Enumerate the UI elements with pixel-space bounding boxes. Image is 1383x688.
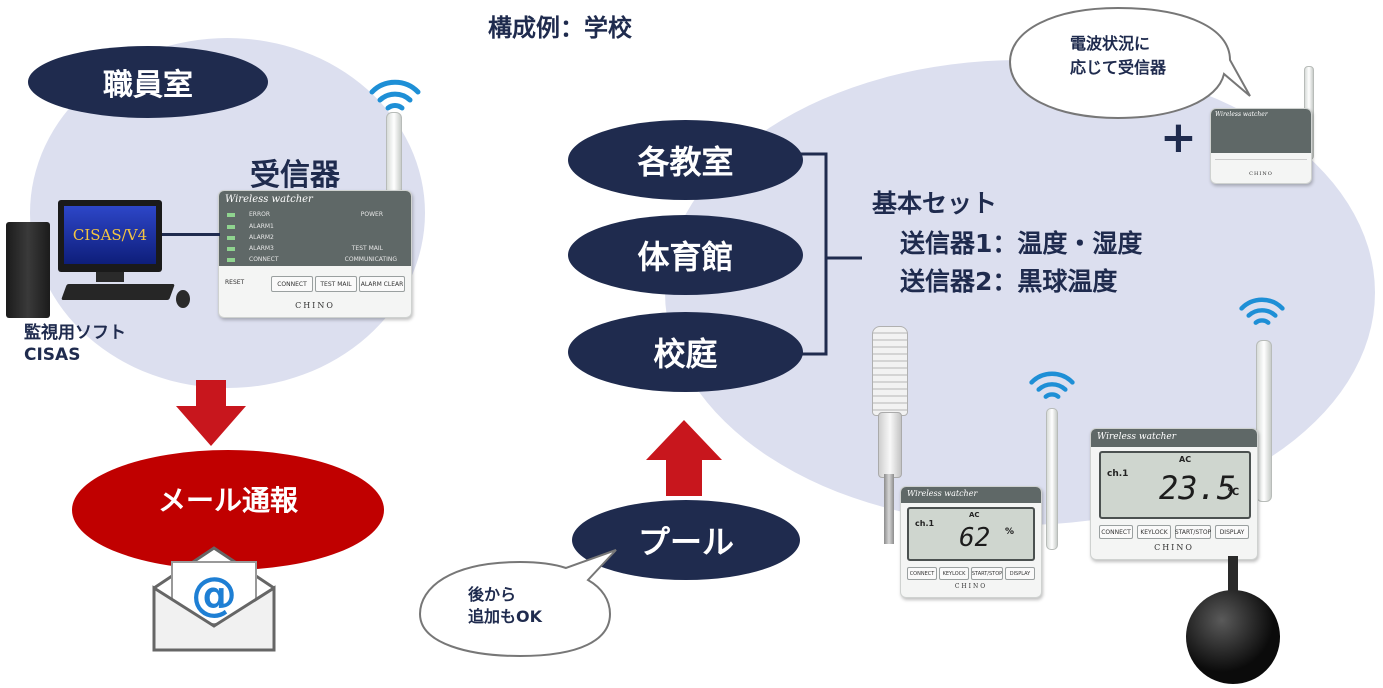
receiver-device: Wireless watcher ERROR POWER ALARM1 ALARM… xyxy=(218,190,412,318)
small-receiver-title: Wireless watcher xyxy=(1215,111,1268,118)
transmitter2-startstop-button: START/STOP xyxy=(1175,525,1211,539)
led-label: TEST MAIL xyxy=(351,245,383,252)
transmitter2-unit: ℃ xyxy=(1227,487,1240,498)
location-schoolyard: 校庭 xyxy=(568,312,803,392)
transmitter1-display-button: DISPLAY xyxy=(1005,567,1035,580)
connect-button: CONNECT xyxy=(271,276,313,292)
add-later-text: 後から 追加もOK xyxy=(468,584,542,628)
alarm-clear-button: ALARM CLEAR xyxy=(359,276,405,292)
globe-sensor-cable xyxy=(1228,556,1238,600)
small-receiver-maker: CHINO xyxy=(1249,171,1273,177)
transmitter2-lcd: ch.1 AC 23.5 ℃ xyxy=(1099,451,1251,519)
transmitter2-title: Wireless watcher xyxy=(1097,432,1177,442)
led-label: COMMUNICATING xyxy=(344,256,397,263)
transmitter2-maker: CHINO xyxy=(1154,543,1194,552)
basic-set-line1: 送信器1：温度・湿度 xyxy=(900,229,1143,258)
wifi-icon xyxy=(1239,297,1285,325)
transmitter2-antenna xyxy=(1256,340,1272,502)
led-label: POWER xyxy=(360,211,383,218)
location-bracket xyxy=(800,152,862,356)
signal-callout-text: 電波状況に 応じて受信器 xyxy=(1070,32,1166,80)
software-label: 監視用ソフト CISAS xyxy=(24,322,126,366)
humidity-probe-head xyxy=(872,326,908,416)
transmitter1-ac: AC xyxy=(969,511,980,519)
wifi-icon xyxy=(1029,371,1075,399)
transmitter1-connect-button: CONNECT xyxy=(907,567,937,580)
svg-text:@: @ xyxy=(191,567,237,621)
transmitter1-channel: ch.1 xyxy=(915,519,935,528)
pc-mouse xyxy=(176,290,190,308)
led-label: ERROR xyxy=(249,211,271,218)
transmitter1-title: Wireless watcher xyxy=(907,489,978,498)
pc-tower xyxy=(6,222,50,318)
pc-receiver-link xyxy=(160,233,220,236)
small-receiver-device: Wireless watcher CHINO xyxy=(1210,108,1312,184)
add-later-line1: 後から xyxy=(468,585,517,604)
add-later-line2: 追加もOK xyxy=(468,607,543,626)
location-classroom: 各教室 xyxy=(568,120,803,200)
transmitter2-ac: AC xyxy=(1179,455,1192,464)
down-arrow-icon xyxy=(176,380,246,446)
mail-notification-label: メール通報 xyxy=(72,450,384,570)
transmitter2-display-button: DISPLAY xyxy=(1215,525,1249,539)
add-later-callout xyxy=(418,549,617,658)
pc-screen: CISAS/V4 xyxy=(64,206,156,264)
page-title: 構成例：学校 xyxy=(488,14,632,42)
reset-label: RESET xyxy=(225,279,245,286)
humidity-probe-body xyxy=(878,412,902,478)
signal-callout xyxy=(1008,6,1251,120)
staff-room-label: 職員室 xyxy=(28,46,268,118)
transmitter2-device: Wireless watcher ch.1 AC 23.5 ℃ CONNECT … xyxy=(1090,428,1258,560)
envelope-at-icon: @ xyxy=(152,546,276,652)
humidity-probe-cable xyxy=(884,474,894,544)
plus-sign: + xyxy=(1160,112,1197,163)
basic-set-line2: 送信器2：黒球温度 xyxy=(900,267,1118,296)
transmitter2-value: 23.5 xyxy=(1159,469,1237,507)
transmitter2-connect-button: CONNECT xyxy=(1099,525,1133,539)
receiver-label: 受信器 xyxy=(250,158,340,193)
transmitter1-lcd: ch.1 AC 62 % xyxy=(907,507,1035,561)
transmitter1-keylock-button: KEYLOCK xyxy=(939,567,969,580)
transmitter2-keylock-button: KEYLOCK xyxy=(1137,525,1171,539)
wifi-icon xyxy=(369,79,421,111)
software-label-line2: CISAS xyxy=(24,345,81,365)
up-arrow-icon xyxy=(646,420,722,496)
device-maker: CHINO xyxy=(295,301,335,310)
led-label: ALARM2 xyxy=(249,234,274,241)
led-label: ALARM3 xyxy=(249,245,274,252)
led-label: CONNECT xyxy=(249,256,279,263)
device-brand-title: Wireless watcher xyxy=(225,194,313,205)
pc-stand xyxy=(96,272,124,282)
transmitter1-maker: CHINO xyxy=(954,583,988,590)
location-gymnasium: 体育館 xyxy=(568,215,803,295)
transmitter1-unit: % xyxy=(1005,527,1015,537)
signal-callout-line1: 電波状況に xyxy=(1070,34,1151,53)
led-label: ALARM1 xyxy=(249,223,274,230)
software-label-line1: 監視用ソフト xyxy=(24,323,126,343)
signal-callout-line2: 応じて受信器 xyxy=(1070,58,1167,77)
location-pool: プール xyxy=(572,500,800,580)
transmitter1-value: 62 xyxy=(959,523,991,553)
transmitter1-antenna xyxy=(1046,408,1058,550)
transmitter1-startstop-button: START/STOP xyxy=(971,567,1003,580)
pc-screen-text: CISAS/V4 xyxy=(72,226,148,244)
pc-keyboard xyxy=(61,284,175,300)
basic-set-title: 基本セット xyxy=(872,189,998,218)
transmitter2-channel: ch.1 xyxy=(1107,469,1129,479)
test-mail-button: TEST MAIL xyxy=(315,276,357,292)
globe-sensor-ball xyxy=(1186,590,1280,684)
transmitter1-device: Wireless watcher ch.1 AC 62 % CONNECT KE… xyxy=(900,486,1042,598)
